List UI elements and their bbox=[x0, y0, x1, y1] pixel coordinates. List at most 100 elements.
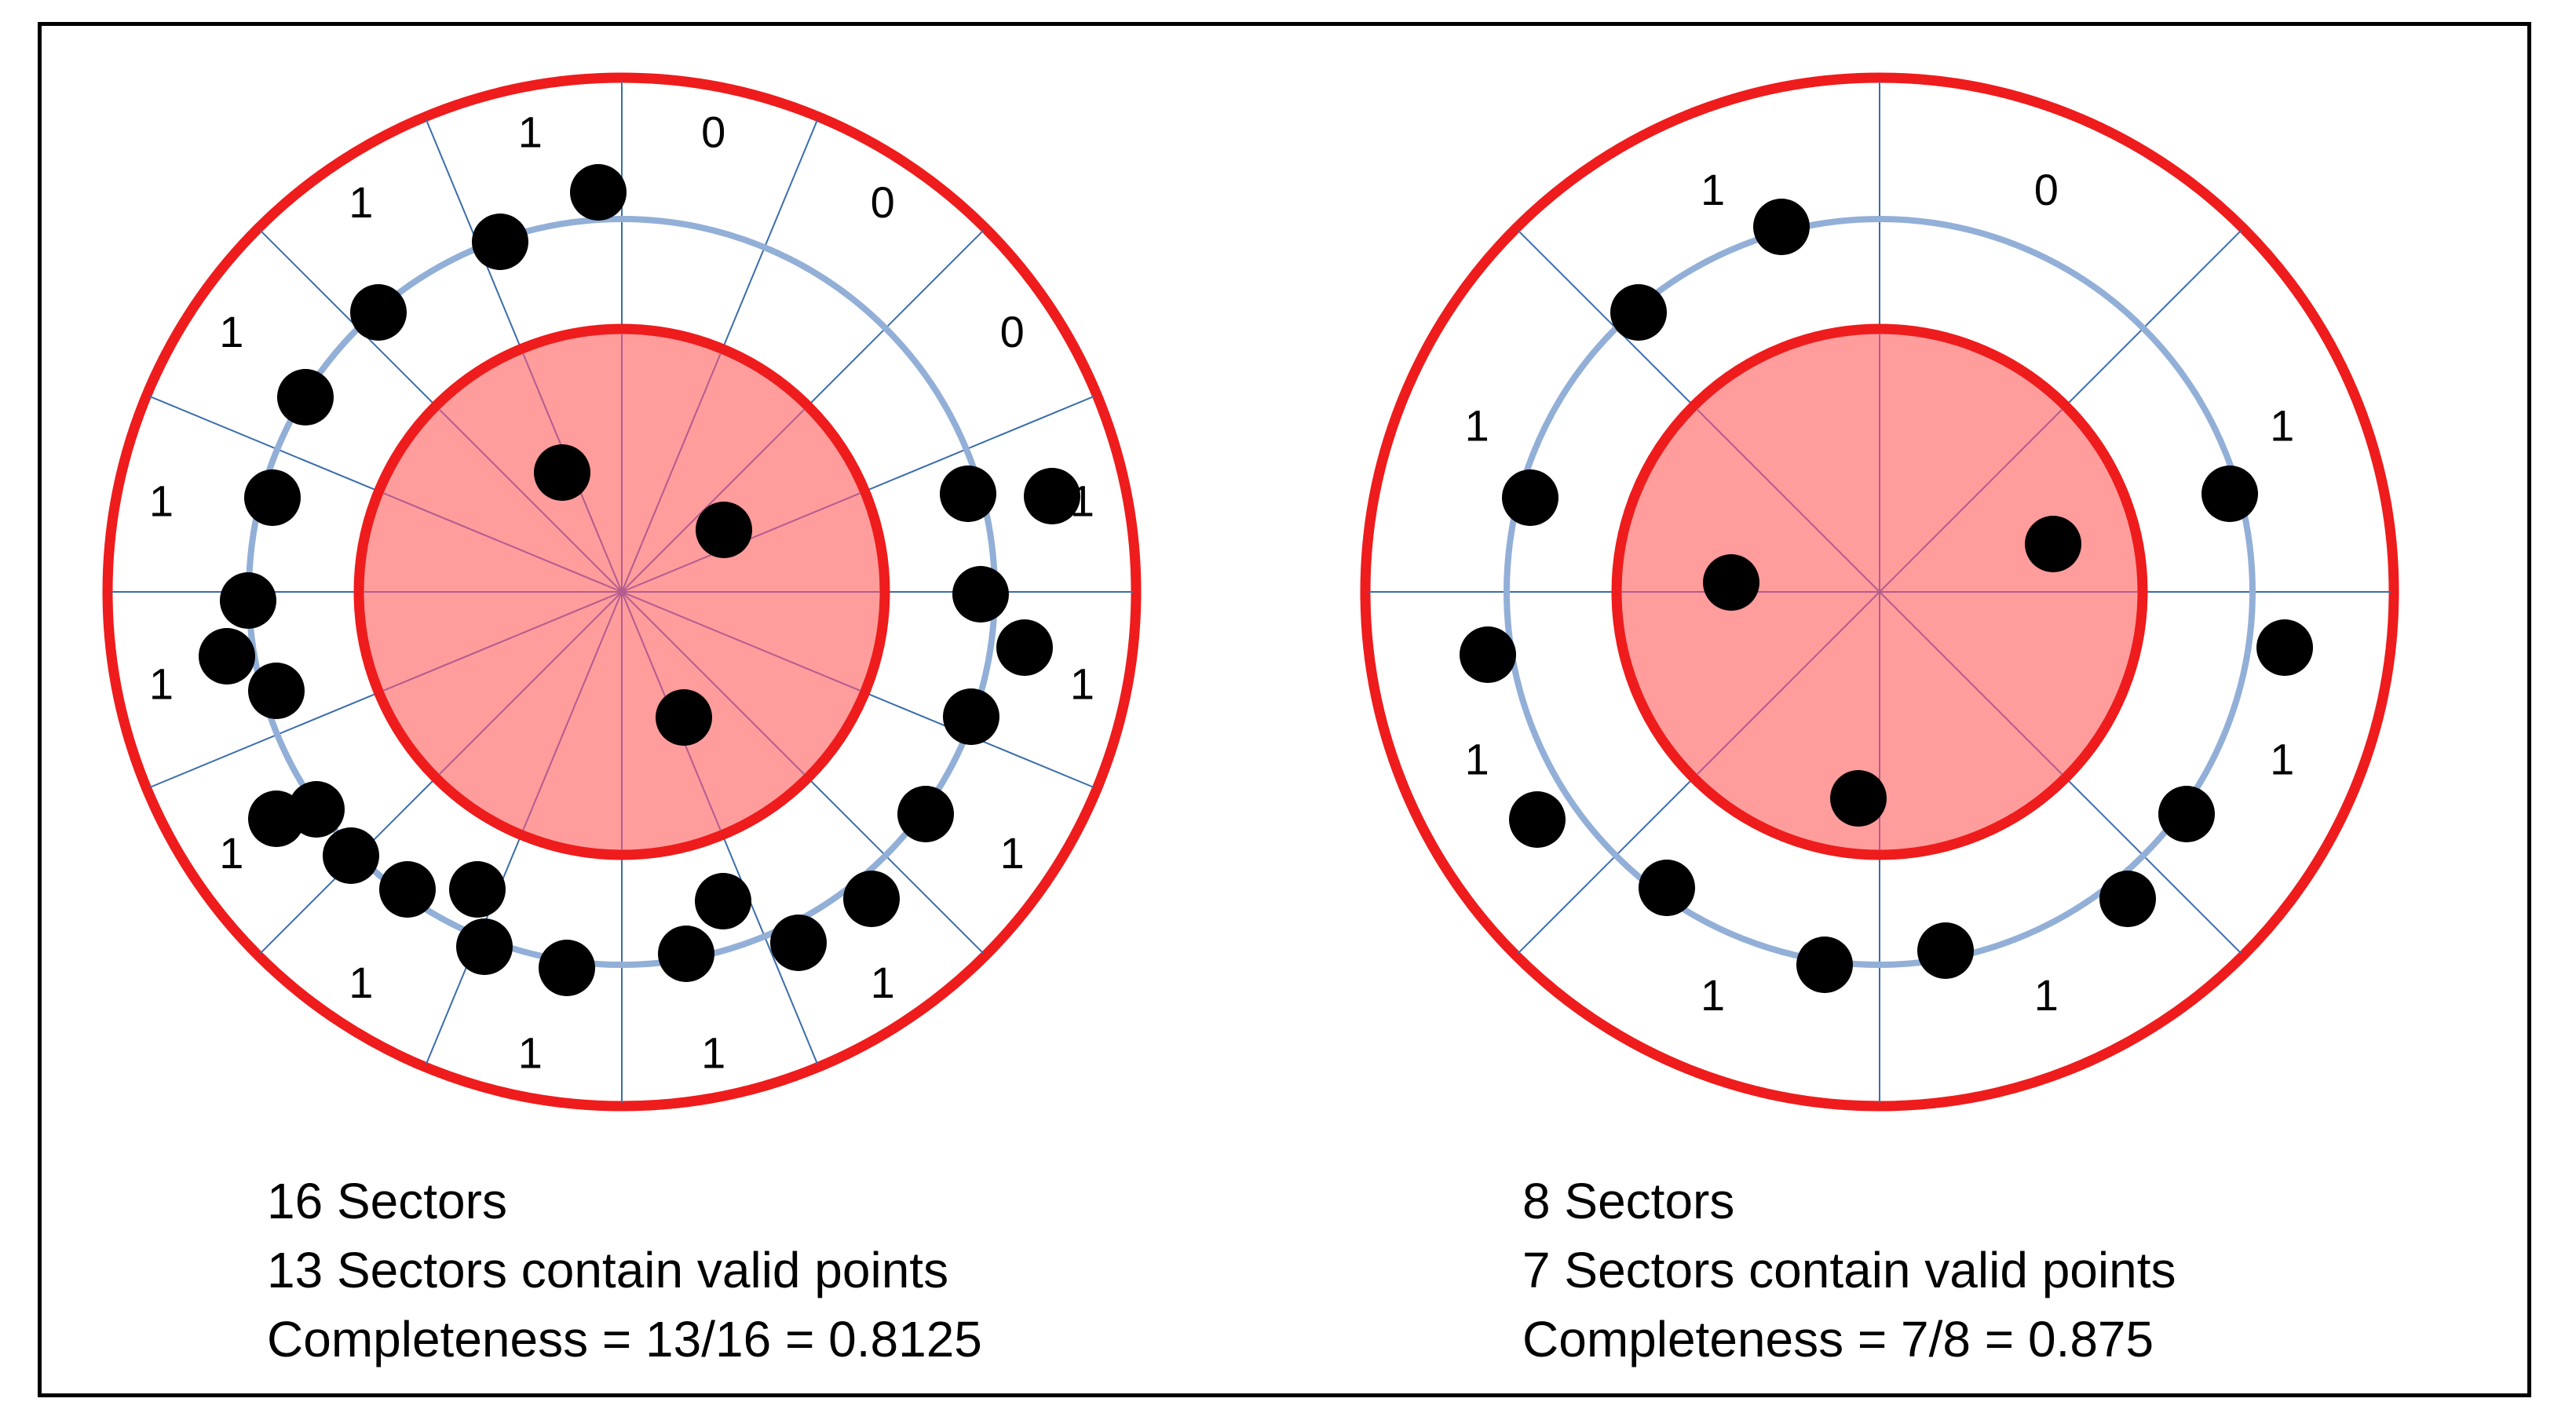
caption-sector-count: 16 Sectors bbox=[267, 1173, 507, 1229]
caption-16-sectors: 16 Sectors 13 Sectors contain valid poin… bbox=[267, 1167, 982, 1374]
data-point bbox=[1610, 284, 1667, 341]
data-point bbox=[658, 926, 714, 982]
data-point bbox=[456, 918, 513, 975]
sector-value-label: 1 bbox=[219, 307, 243, 356]
inner-sector-divider bbox=[621, 591, 861, 692]
sector-divider bbox=[864, 395, 1094, 492]
data-point bbox=[1639, 860, 1695, 916]
inner-sector-divider bbox=[382, 492, 623, 593]
inner-sector-divider bbox=[621, 352, 722, 593]
sector-divider bbox=[722, 834, 819, 1064]
data-point bbox=[952, 566, 1009, 623]
sector-divider bbox=[2065, 229, 2242, 407]
data-point bbox=[1796, 937, 1853, 993]
data-point bbox=[277, 369, 334, 425]
data-point bbox=[695, 873, 751, 929]
sector-value-label: 1 bbox=[2034, 970, 2059, 1020]
inner-sector-divider bbox=[1879, 408, 2063, 593]
caption-completeness: Completeness = 13/16 = 0.8125 bbox=[267, 1311, 982, 1367]
sector-divider bbox=[149, 692, 379, 789]
data-point bbox=[539, 940, 595, 996]
caption-sector-count: 8 Sectors bbox=[1522, 1173, 1735, 1229]
sector-value-label: 0 bbox=[2034, 165, 2059, 214]
sector-divider bbox=[149, 395, 379, 492]
caption-valid-sectors: 13 Sectors contain valid points bbox=[267, 1242, 949, 1298]
inner-sector-divider bbox=[1879, 591, 2063, 776]
inner-sector-divider bbox=[1696, 408, 1880, 593]
data-point bbox=[1460, 626, 1516, 683]
inner-sector-divider bbox=[438, 408, 623, 593]
caption-completeness: Completeness = 7/8 = 0.875 bbox=[1522, 1311, 2154, 1367]
data-point bbox=[996, 619, 1053, 676]
data-point bbox=[1502, 469, 1558, 526]
sector-value-label: 1 bbox=[349, 958, 373, 1007]
sector-value-label: 1 bbox=[1000, 828, 1025, 878]
sector-divider bbox=[1517, 229, 1694, 407]
inner-sector-divider bbox=[1696, 591, 1880, 776]
data-point bbox=[323, 827, 379, 884]
caption-8-sectors: 8 Sectors 7 Sectors contain valid points… bbox=[1522, 1167, 2176, 1374]
sector-value-label: 1 bbox=[149, 659, 174, 709]
inner-sector-divider bbox=[438, 591, 623, 776]
inner-sector-divider bbox=[621, 591, 806, 776]
data-point bbox=[248, 663, 305, 719]
data-point bbox=[2025, 516, 2081, 572]
data-point bbox=[379, 861, 436, 918]
sector-value-label: 1 bbox=[2270, 734, 2294, 783]
data-point bbox=[943, 688, 999, 745]
data-point bbox=[940, 466, 996, 522]
data-point bbox=[350, 284, 407, 341]
data-point bbox=[248, 791, 305, 847]
sector-divider bbox=[2065, 777, 2242, 955]
sector-value-label: 1 bbox=[349, 177, 373, 227]
sector-value-label: 1 bbox=[701, 1028, 725, 1078]
data-point bbox=[843, 871, 900, 927]
data-point bbox=[244, 469, 301, 526]
sector-value-label: 1 bbox=[518, 107, 543, 156]
caption-valid-sectors: 7 Sectors contain valid points bbox=[1522, 1242, 2176, 1298]
sector-value-label: 1 bbox=[1465, 401, 1489, 451]
data-point bbox=[2099, 871, 2156, 927]
data-point bbox=[570, 164, 627, 221]
data-point bbox=[2256, 619, 2313, 676]
sector-value-label: 1 bbox=[149, 476, 174, 525]
data-point bbox=[1703, 554, 1759, 611]
sector-divider bbox=[807, 229, 985, 407]
data-point bbox=[1509, 791, 1566, 848]
sector-value-label: 0 bbox=[871, 177, 895, 227]
sector-value-label: 0 bbox=[1000, 307, 1025, 356]
data-point bbox=[2201, 466, 2258, 522]
sector-value-label: 1 bbox=[871, 958, 895, 1007]
sector-value-label: 1 bbox=[518, 1028, 543, 1078]
data-point bbox=[770, 915, 827, 971]
data-point bbox=[199, 628, 255, 685]
inner-sector-divider bbox=[522, 591, 623, 831]
sector-value-label: 1 bbox=[1701, 165, 1725, 214]
data-point bbox=[220, 572, 276, 629]
sector-value-label: 1 bbox=[219, 828, 243, 878]
data-point bbox=[472, 214, 528, 270]
sector-value-label: 0 bbox=[701, 107, 725, 156]
data-point bbox=[2158, 786, 2215, 842]
data-point bbox=[1024, 468, 1080, 524]
guide-circle bbox=[1504, 216, 2256, 968]
sector-value-label: 1 bbox=[1070, 659, 1094, 709]
sector-value-label: 1 bbox=[2270, 401, 2294, 451]
sector-divider bbox=[259, 229, 437, 407]
data-point bbox=[696, 502, 752, 558]
sector-value-label: 1 bbox=[1701, 970, 1725, 1020]
data-point bbox=[1830, 770, 1887, 827]
data-point bbox=[534, 444, 590, 501]
sector-divider bbox=[722, 119, 819, 349]
data-point bbox=[1917, 922, 1974, 979]
sector-divider bbox=[807, 777, 985, 955]
data-point bbox=[449, 861, 506, 918]
inner-sector-divider bbox=[621, 408, 806, 593]
data-point bbox=[897, 786, 954, 842]
sector-divider bbox=[1517, 777, 1694, 955]
data-point bbox=[1753, 199, 1810, 255]
data-point bbox=[656, 689, 712, 746]
